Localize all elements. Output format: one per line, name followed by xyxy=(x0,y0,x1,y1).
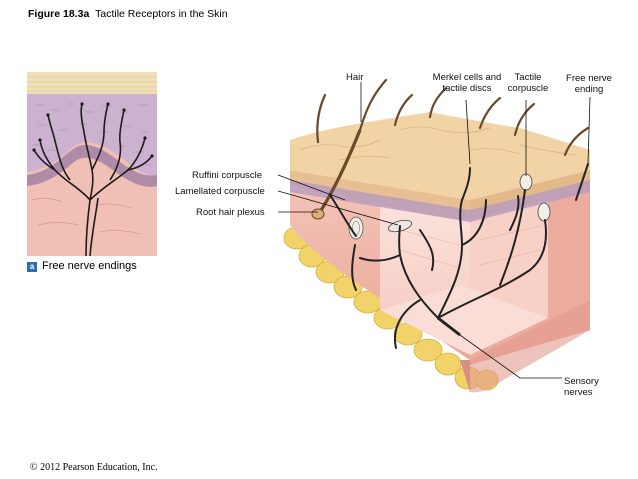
label-sensory-nerves: Sensory nerves xyxy=(564,376,599,398)
label-hair: Hair xyxy=(346,72,364,83)
cavity-floor xyxy=(380,285,548,355)
base-ledge xyxy=(470,300,590,393)
inset-basal-layer xyxy=(27,144,157,187)
label-merkel: Merkel cells and tactile discs xyxy=(432,72,502,94)
sensory-nerve-bundle xyxy=(437,316,461,337)
label-tactile-corpuscle: Tactile corpuscle xyxy=(507,72,549,94)
inset-nerve-fibers xyxy=(33,103,153,257)
label-free-nerve-ending: Free nerve ending xyxy=(566,73,612,95)
skin-block xyxy=(283,78,590,393)
ruffini-leader xyxy=(277,174,346,201)
hair-root xyxy=(318,129,362,213)
free-nerve-leader xyxy=(587,96,591,164)
nerve-fibers xyxy=(329,163,589,349)
panel-caption: Free nerve endings xyxy=(42,260,137,272)
panel-letter-badge: a xyxy=(27,262,37,272)
inset-free-nerve-endings xyxy=(27,72,157,257)
figure-number: Figure 18.3a xyxy=(28,8,90,20)
lamellated-corpuscle xyxy=(348,216,364,240)
lamellated-leader xyxy=(277,190,399,226)
sensory-leader xyxy=(459,334,562,379)
tactile-corpuscle xyxy=(519,173,533,191)
hairs xyxy=(316,78,590,157)
figure-title: Figure 18.3a Tactile Receptors in the Sk… xyxy=(28,8,228,20)
merkel-leader xyxy=(465,99,471,165)
deep-corpuscle xyxy=(537,202,551,222)
figure-title-text: Tactile Receptors in the Skin xyxy=(95,8,228,20)
label-root-hair-plexus: Root hair plexus xyxy=(196,207,265,218)
label-lamellated: Lamellated corpuscle xyxy=(175,186,265,197)
label-ruffini: Ruffini corpuscle xyxy=(192,170,263,181)
inset-stratum-corneum xyxy=(27,72,157,94)
inset-epidermis xyxy=(27,94,157,176)
leader-lines xyxy=(277,82,591,379)
copyright-notice: © 2012 Pearson Education, Inc. xyxy=(30,462,158,473)
basal-layer-front xyxy=(290,180,470,222)
